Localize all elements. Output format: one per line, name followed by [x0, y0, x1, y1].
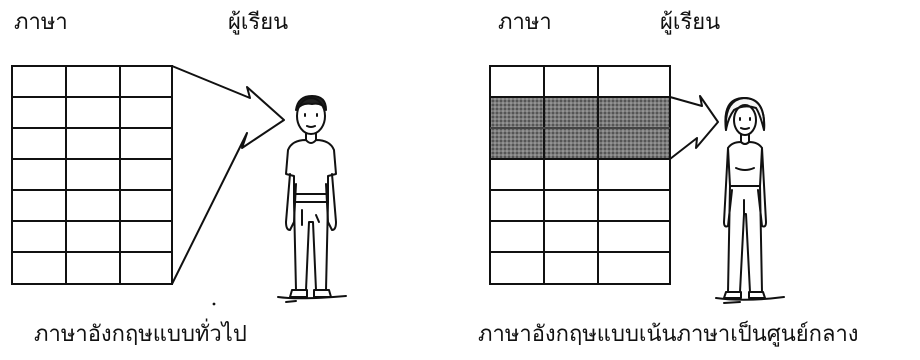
left-learner-figure — [278, 96, 346, 302]
right-language-grid — [490, 66, 670, 284]
right-arrow — [670, 96, 718, 159]
left-language-grid — [12, 66, 172, 284]
left-dot-mark — [213, 303, 216, 306]
right-learner-figure — [716, 98, 784, 303]
left-arrow — [172, 66, 284, 284]
